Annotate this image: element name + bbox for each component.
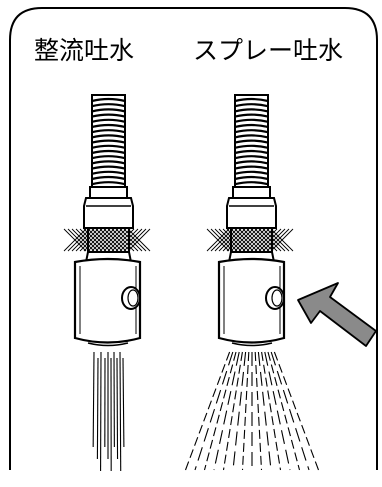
faucet-head-laminar-icon — [64, 95, 150, 346]
panel-frame — [10, 8, 377, 470]
press-arrow-icon — [298, 283, 376, 346]
spray-flow-label: スプレー吐水 — [193, 36, 343, 66]
hose-left — [92, 95, 125, 187]
water-stream-laminar — [93, 352, 124, 471]
hose-right — [235, 95, 268, 187]
spray-toggle-button-left — [122, 287, 140, 309]
laminar-flow-label: 整流吐水 — [34, 36, 134, 66]
faucet-head-spray-icon — [207, 95, 293, 346]
water-stream-spray — [186, 352, 319, 470]
spray-toggle-button-right — [266, 287, 284, 309]
